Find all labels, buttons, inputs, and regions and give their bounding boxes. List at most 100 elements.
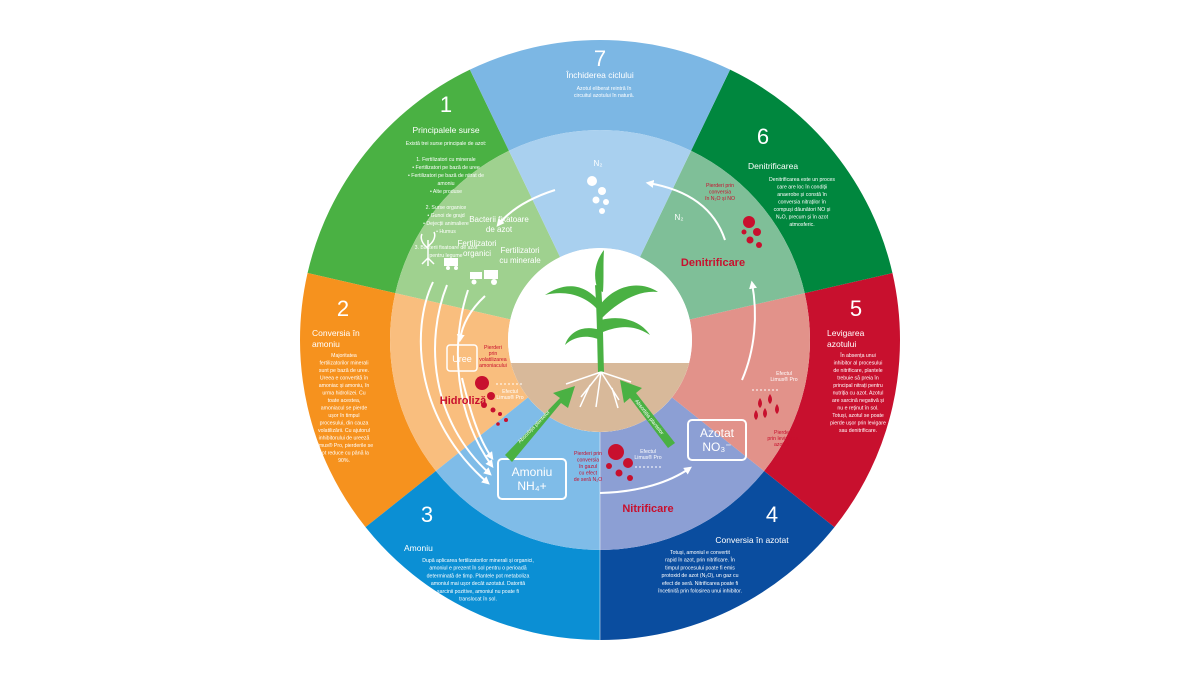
s4lines-line: încetinită prin folosirea unui inhibitor…: [657, 589, 742, 595]
leachTxt-line: azotului: [774, 442, 792, 448]
s4lines-line: rapid în azot, prin nitrificare. În: [665, 557, 735, 564]
nitrification-label: Nitrificare: [622, 503, 673, 515]
s1lines-line: • Dejecții animaliere: [423, 221, 469, 227]
denitrification-label: Denitrificare: [681, 257, 745, 269]
inner-zone-leaching: [671, 293, 810, 472]
volTxt-line: prin: [489, 351, 498, 357]
s1lines-line: • Humus: [436, 229, 456, 235]
volatilization-bubbles-icon: [475, 376, 496, 413]
mineral-tractor-icon: [470, 270, 498, 285]
sector-2-number: 2: [337, 296, 349, 321]
eff2Txt-line: Limus® Pro: [634, 454, 661, 461]
n2-label-right: N₂: [675, 213, 684, 222]
sector-6-title: Denitrificarea: [748, 161, 798, 171]
arrow-urea-to-ammonium: [461, 377, 494, 460]
gasTxt-line: de seră N₂O: [574, 477, 603, 483]
s2lines-line: procesului, din cauza: [320, 421, 369, 427]
s1lines-line: 2. Surse organice: [426, 205, 467, 211]
sector-5-number: 5: [850, 296, 862, 321]
mineralTxt-line: Fertilizatori: [500, 246, 539, 255]
s4lines-line: timpul procesului poate fi emis: [665, 565, 735, 571]
sector-1: [307, 69, 509, 294]
sector-7-number: 7: [594, 46, 606, 71]
bacteria-plant-icon: [420, 231, 436, 266]
denitLossTxt-line: în N₂O și NO: [704, 196, 735, 202]
s6lines-line: Denitrificarea este un proces: [769, 177, 835, 183]
denitrification-bubbles-icon: [741, 216, 762, 248]
s4lines-line: efect de seră. Nitrificarea poate fi: [662, 581, 738, 587]
sector-6-description: Denitrificarea este un proces care are lo…: [769, 177, 835, 228]
s5lines-line: nutriția cu azot. Azotul: [833, 391, 884, 397]
arrow-nitrate-to-denitrification: [741, 280, 757, 381]
sector-6: [691, 69, 893, 294]
s3lines-line: După aplicarea fertilizatorilor minerali…: [422, 558, 534, 564]
sector-1-title: Principalele surse: [412, 125, 479, 135]
hydrolysis-label: Hidroliză: [440, 395, 487, 407]
s6lines-line: conversia nitraților în: [778, 200, 826, 206]
s5lines-line: de nitrificare, plantele: [833, 368, 882, 374]
volTxt-line: amoniacului: [479, 363, 507, 369]
amoniuTxt-line: Amoniu: [512, 465, 553, 479]
sector-7-title: Închiderea ciclului: [565, 70, 634, 80]
organic-spreader-icon: [444, 258, 458, 270]
sector-6-number: 6: [757, 124, 769, 149]
leaching-drops-icon: [754, 394, 779, 420]
organicTxt-line: organici: [463, 249, 491, 258]
s6lines-line: N₂O, precum și în azot: [776, 215, 829, 221]
arrow-denitrification-to-n2: [645, 179, 726, 241]
s6lines-line: compuși dăunători NO și: [774, 207, 831, 213]
s2lines-line: inhibitorului de ureeză: [319, 436, 370, 442]
s2lines-line: Ureea e convertită în: [320, 376, 368, 382]
urea-box: [446, 344, 478, 372]
urea-label: Uree: [452, 354, 472, 364]
s4lines-line: Totuși, amoniul e convertit: [670, 550, 731, 556]
s7lines-line: circuitul azotului în natură.: [574, 93, 634, 99]
s5lines-line: În absența unui: [839, 352, 875, 359]
sector-2: [299, 273, 436, 528]
eff1Txt-line: Limus® Pro: [496, 394, 523, 401]
s6lines-line: care are loc în condiții: [777, 185, 827, 191]
mineralTxt-line: cu minerale: [499, 256, 541, 265]
s3lines-line: determinată de timp. Plantele pot metabo…: [427, 573, 530, 579]
s5lines-line: are sarcină negativă și: [832, 398, 884, 404]
s2lines-line: amoniac și amoniu, în: [319, 383, 370, 389]
sector-4-number: 4: [766, 502, 778, 527]
s2lines-line: volatilizării. Cu ajutorul: [318, 428, 370, 434]
s2lines-line: 90%.: [338, 458, 350, 464]
s2lines-line: pot reduce cu până la: [319, 451, 369, 457]
n2-label-top: N₂: [594, 159, 603, 168]
s3lines-line: amoniul e prezent în sol pentru o perioa…: [429, 566, 526, 572]
s6lines-line: atmosferic.: [789, 222, 814, 228]
s4lines-line: protoxid de azot (N₂O), un gaz cu: [662, 573, 739, 579]
n2-bubbles-icon: [587, 176, 609, 214]
azotatTxt-line: Azotat: [700, 426, 735, 440]
s1lines-line: • Alte produse: [430, 189, 462, 195]
hydrolysis-small-bubbles-icon: [496, 412, 508, 426]
s1lines-line: amoniu: [437, 181, 454, 187]
bacteriaTxt-line: de azot: [486, 225, 513, 234]
s5lines-line: trebuie să preia în: [837, 376, 879, 382]
s1lines-line: • Gunoi de grajd: [427, 213, 464, 219]
eff2Txt-line: Efectul: [640, 449, 656, 455]
s5lines-line: principal nitrați pentru: [833, 383, 883, 389]
s2lines-line: ușor în timpul: [328, 413, 359, 419]
sector-1-description: Există trei surse principale de azot:1. …: [406, 141, 486, 259]
s2lines-line: amoniacul se pierde: [321, 406, 368, 412]
plant-icon: [545, 250, 658, 409]
sector-3-description: După aplicarea fertilizatorilor minerali…: [422, 558, 534, 603]
sector-3-number: 3: [421, 502, 433, 527]
s2title-line: amoniu: [312, 339, 340, 349]
